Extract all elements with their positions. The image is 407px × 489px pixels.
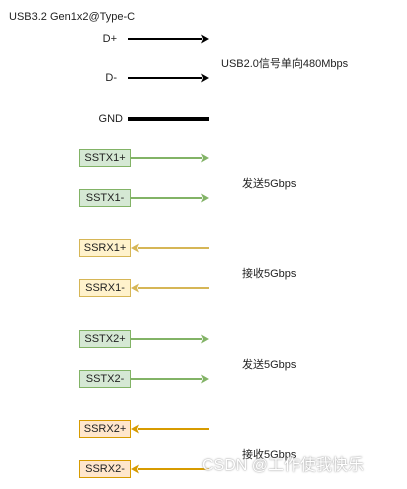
arrowhead-ssrx1-minus xyxy=(131,283,139,293)
usb2-note: USB2.0信号单向480Mbps xyxy=(221,58,349,70)
signal-label-d-minus: D- xyxy=(105,72,117,84)
sstx2-minus-box: SSTX2- xyxy=(79,370,131,388)
sstx2-plus-box: SSTX2+ xyxy=(79,330,131,348)
arrowhead-ssrx2-plus xyxy=(131,424,139,434)
sstx1-minus-box: SSTX1- xyxy=(79,189,131,207)
ssrx2-minus-box: SSRX2- xyxy=(79,460,131,478)
arrowhead-ssrx2-minus xyxy=(131,464,139,474)
signal-label-gnd: GND xyxy=(98,113,123,125)
tx1-note: 发送5Gbps xyxy=(242,178,297,190)
arrowhead-ssrx1-plus xyxy=(131,243,139,253)
arrowhead-sstx1-minus xyxy=(201,193,209,203)
tx2-note: 发送5Gbps xyxy=(242,359,297,371)
ssrx1-minus-box: SSRX1- xyxy=(79,279,131,297)
arrowhead-d-minus xyxy=(201,73,209,83)
ssrx1-plus-box: SSRX1+ xyxy=(79,239,131,257)
watermark-text: CSDN @工作使我快乐 xyxy=(202,457,365,474)
rx2-note: 接收5Gbps xyxy=(242,449,297,461)
arrowhead-d-plus xyxy=(201,34,209,44)
arrowhead-sstx1-plus xyxy=(201,153,209,163)
arrowhead-sstx2-plus xyxy=(201,334,209,344)
rx1-note: 接收5Gbps xyxy=(242,268,297,280)
diagram-title: USB3.2 Gen1x2@Type-C xyxy=(9,11,136,23)
ssrx2-plus-box: SSRX2+ xyxy=(79,420,131,438)
signal-label-d-plus: D+ xyxy=(102,33,117,45)
arrowhead-sstx2-minus xyxy=(201,374,209,384)
sstx1-plus-box: SSTX1+ xyxy=(79,149,131,167)
